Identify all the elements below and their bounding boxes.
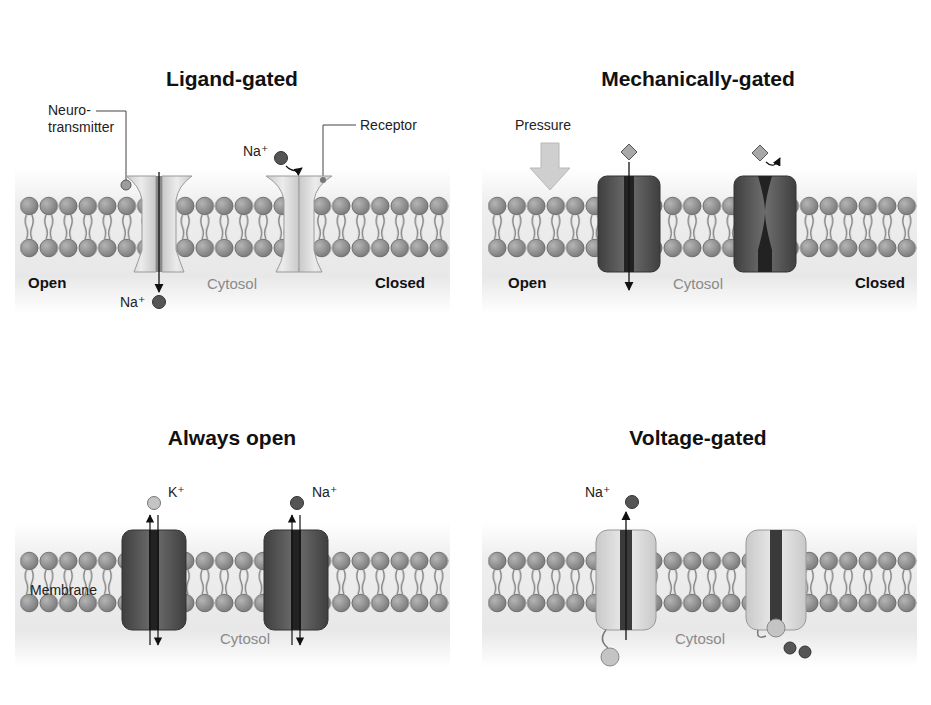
sodium-ion (626, 496, 639, 509)
channel-seam (299, 186, 300, 268)
ion-flow-arrow (628, 162, 629, 290)
sodium-ion (291, 497, 304, 510)
potassium-ion (148, 497, 161, 510)
ion-label: Na⁺ (243, 143, 268, 160)
ligand-channel-open (162, 176, 192, 272)
membrane-band (482, 168, 917, 313)
voltage-channel-closed (746, 530, 806, 630)
ion-flow-arrow (625, 512, 626, 640)
sodium-ion (784, 642, 796, 654)
lipid-bilayer (20, 196, 449, 258)
leak-channel (122, 530, 186, 630)
sodium-ion (153, 296, 166, 309)
state-label: Closed (855, 274, 905, 291)
ion-label: Na⁺ (585, 484, 610, 501)
inactivation-ball (767, 619, 785, 637)
channel-pore (770, 530, 782, 630)
callout-label: Neuro- transmitter (48, 102, 128, 136)
gate-tether (758, 630, 766, 637)
mechanical-channel-closed (734, 176, 796, 272)
receptor-site (320, 177, 326, 183)
ligand-channel-closed (299, 176, 332, 272)
bounce-arrow (766, 158, 780, 165)
panel-title: Ligand-gated (166, 70, 298, 87)
state-label: Open (28, 274, 66, 291)
leak-channel (264, 530, 328, 630)
neurotransmitter (121, 180, 131, 190)
inactivation-ball (601, 648, 619, 666)
stimulus-diamond (621, 144, 637, 160)
lipid-bilayer (20, 551, 449, 613)
gate-tether (602, 630, 608, 648)
ion-flow-arrow (157, 515, 158, 645)
ion-label: Na⁺ (120, 294, 145, 311)
leader-line (323, 125, 356, 177)
sodium-ion (275, 152, 288, 165)
ion-flow-arrow (158, 172, 159, 292)
membrane-band (15, 168, 450, 313)
sodium-ion (799, 646, 811, 658)
stimulus-diamond (752, 145, 768, 161)
ion-label: Na⁺ (312, 484, 337, 501)
region-label: Cytosol (207, 275, 257, 292)
ion-flow-arrow (149, 515, 150, 645)
channel-pore (758, 176, 772, 272)
ion-flow-arrow (291, 515, 292, 645)
panel-title: Voltage-gated (629, 429, 766, 446)
region-label: Cytosol (673, 275, 723, 292)
bounce-arrow (286, 166, 302, 171)
ligand-channel-open (126, 176, 156, 272)
callout-label: Pressure (515, 117, 571, 134)
region-label: Cytosol (675, 630, 725, 647)
pressure-arrow (530, 143, 570, 190)
membrane-band (482, 522, 917, 667)
callout-label: Membrane (30, 582, 97, 599)
ion-flow-arrow (299, 515, 300, 645)
callout-label: Receptor (360, 117, 417, 134)
panel-title: Always open (168, 429, 296, 446)
state-label: Closed (375, 274, 425, 291)
region-label: Cytosol (220, 630, 270, 647)
lipid-bilayer (488, 551, 917, 613)
ion-label: K⁺ (168, 484, 185, 501)
panel-title: Mechanically-gated (601, 70, 795, 87)
state-label: Open (508, 274, 546, 291)
ligand-channel-closed (266, 176, 299, 272)
membrane-band (15, 522, 450, 667)
lipid-bilayer (488, 196, 917, 258)
